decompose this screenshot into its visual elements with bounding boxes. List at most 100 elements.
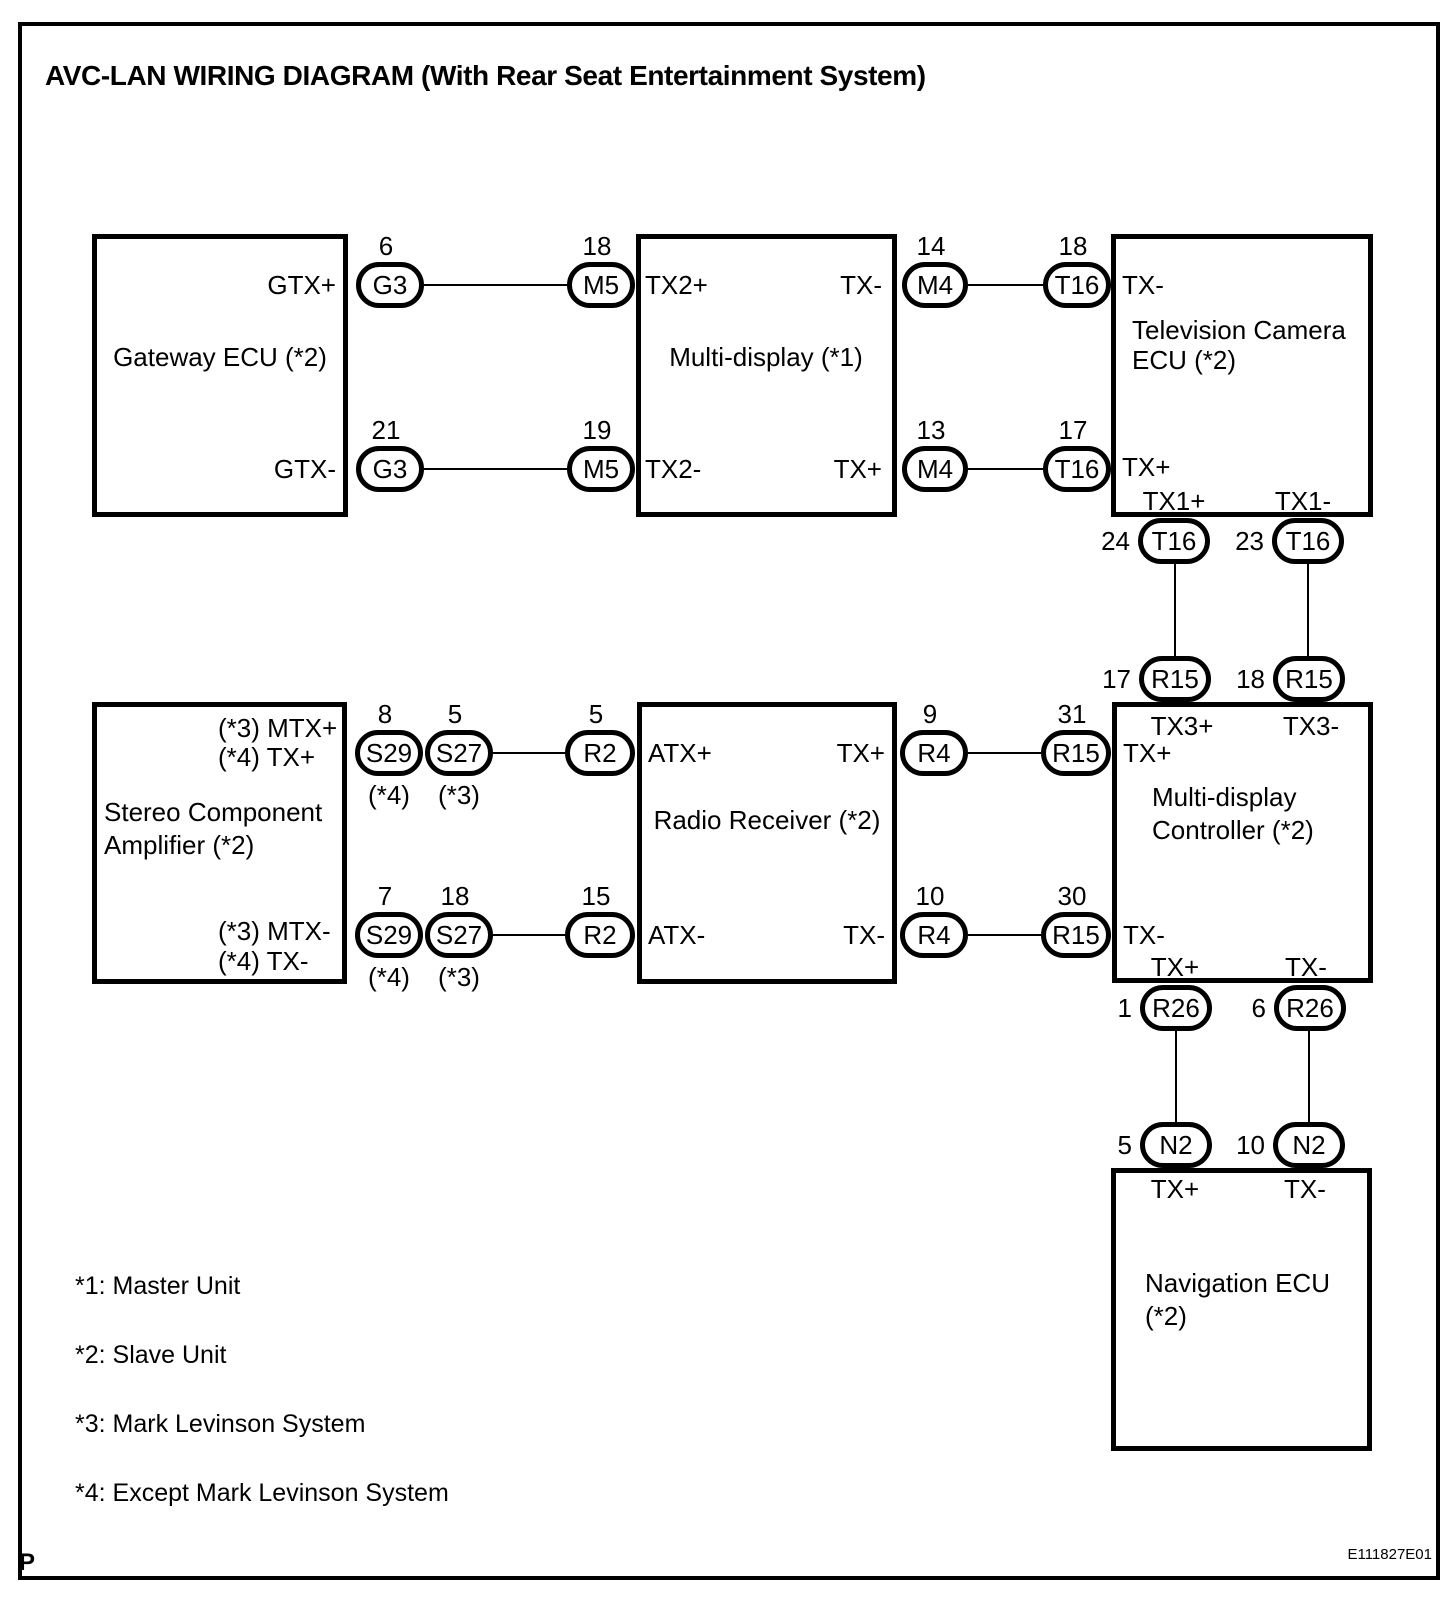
wire xyxy=(493,752,565,754)
page-marker: P xyxy=(19,1549,36,1576)
connector-oval: R4 xyxy=(900,912,968,958)
pin-number: 1 xyxy=(1117,993,1132,1023)
connector-oval: S29 xyxy=(355,912,423,958)
connector-oval: G3 xyxy=(356,262,424,308)
connector-oval: M4 xyxy=(902,262,968,308)
pin-number: 17 xyxy=(1102,664,1131,694)
connector-oval: S27 xyxy=(425,912,493,958)
port-label: TX2+ xyxy=(645,270,708,300)
wire xyxy=(968,468,1043,470)
port-label: TX3- xyxy=(1282,711,1340,741)
connector-variant-note: (*4) xyxy=(368,780,410,810)
pin-number: 23 xyxy=(1235,526,1264,556)
pin-number: 24 xyxy=(1101,526,1130,556)
pin-number: 21 xyxy=(371,415,401,445)
connector-oval: M4 xyxy=(902,446,968,492)
port-label: TX- xyxy=(1123,920,1165,950)
connector-oval: N2 xyxy=(1140,1122,1212,1168)
pin-number: 18 xyxy=(1058,231,1088,261)
box-title: (*2) xyxy=(1145,1301,1187,1331)
connector-oval: T16 xyxy=(1043,446,1111,492)
device-box-multi-display-controller xyxy=(1112,702,1373,983)
connector-oval: R15 xyxy=(1041,730,1111,776)
connector-oval: R2 xyxy=(565,730,635,776)
port-label: (*4) TX- xyxy=(218,946,309,976)
pin-number: 17 xyxy=(1058,415,1088,445)
connector-oval: T16 xyxy=(1138,518,1210,564)
connector-oval: R15 xyxy=(1139,656,1211,702)
port-label: TX+ xyxy=(836,738,885,768)
port-label: TX1- xyxy=(1274,486,1332,516)
connector-oval: R15 xyxy=(1273,656,1345,702)
diagram-title: AVC-LAN WIRING DIAGRAM (With Rear Seat E… xyxy=(45,60,926,91)
pin-number: 7 xyxy=(377,881,393,911)
connector-oval: R4 xyxy=(900,730,968,776)
box-title: Controller (*2) xyxy=(1152,815,1314,845)
connector-oval: N2 xyxy=(1273,1122,1345,1168)
pin-number: 15 xyxy=(581,881,611,911)
pin-number: 19 xyxy=(582,415,612,445)
connector-oval: S27 xyxy=(425,730,493,776)
box-title: Gateway ECU (*2) xyxy=(113,342,327,372)
port-label: (*3) MTX+ xyxy=(218,713,338,743)
footnote-master-unit: *1: Master Unit xyxy=(75,1272,241,1300)
wire xyxy=(1175,1030,1177,1123)
box-title: Amplifier (*2) xyxy=(104,830,255,860)
box-title: Radio Receiver (*2) xyxy=(653,805,881,835)
port-label: (*4) TX+ xyxy=(218,742,316,772)
port-label: TX+ xyxy=(1123,738,1172,768)
box-title: ECU (*2) xyxy=(1132,345,1237,375)
footnote-mark-levinson: *3: Mark Levinson System xyxy=(75,1410,366,1438)
port-label: TX+ xyxy=(833,454,882,484)
device-box-gateway-ecu xyxy=(92,234,348,517)
wire xyxy=(1308,1030,1310,1123)
wire xyxy=(1307,563,1309,657)
port-label: TX3+ xyxy=(1150,711,1214,741)
wire xyxy=(424,468,567,470)
pin-number: 5 xyxy=(588,699,604,729)
device-box-stereo-component-amplifier xyxy=(92,702,347,984)
device-box-radio-receiver xyxy=(637,702,897,984)
pin-number: 5 xyxy=(447,699,463,729)
pin-number: 18 xyxy=(582,231,612,261)
figure-code: E111827E01 xyxy=(1347,1546,1432,1563)
box-title: Multi-display (*1) xyxy=(669,342,863,372)
port-label: TX2- xyxy=(645,454,702,484)
port-label: TX+ xyxy=(1150,952,1200,982)
device-box-multi-display xyxy=(636,234,897,517)
pin-number: 18 xyxy=(1236,664,1265,694)
connector-oval: S29 xyxy=(355,730,423,776)
port-label: GTX+ xyxy=(267,270,336,300)
port-label: TX+ xyxy=(1122,452,1171,482)
device-box-television-camera-ecu xyxy=(1111,234,1373,517)
connector-oval: R26 xyxy=(1140,985,1212,1031)
connector-oval: M5 xyxy=(567,446,635,492)
pin-number: 5 xyxy=(1117,1130,1132,1160)
pin-number: 6 xyxy=(1251,993,1266,1023)
wire xyxy=(424,284,567,286)
footnote-except-mark-levinson: *4: Except Mark Levinson System xyxy=(75,1479,449,1507)
wire xyxy=(968,752,1041,754)
port-label: TX+ xyxy=(1150,1174,1200,1204)
port-label: (*3) MTX- xyxy=(218,916,331,946)
box-title: Television Camera xyxy=(1132,315,1346,345)
box-title: Stereo Component xyxy=(104,797,323,827)
connector-variant-note: (*3) xyxy=(438,780,480,810)
connector-oval: R2 xyxy=(565,912,635,958)
wire xyxy=(968,284,1043,286)
connector-variant-note: (*4) xyxy=(368,962,410,992)
port-label: TX- xyxy=(1122,270,1164,300)
connector-variant-note: (*3) xyxy=(438,962,480,992)
port-label: ATX+ xyxy=(648,738,712,768)
port-label: TX- xyxy=(840,270,882,300)
port-label: TX- xyxy=(1284,1174,1326,1204)
pin-number: 13 xyxy=(916,415,946,445)
pin-number: 30 xyxy=(1057,881,1087,911)
connector-oval: R15 xyxy=(1041,912,1111,958)
pin-number: 31 xyxy=(1057,699,1087,729)
port-label: TX- xyxy=(1285,952,1327,982)
pin-number: 14 xyxy=(916,231,946,261)
connector-oval: R26 xyxy=(1274,985,1346,1031)
port-label: ATX- xyxy=(648,920,706,950)
wire xyxy=(968,934,1041,936)
